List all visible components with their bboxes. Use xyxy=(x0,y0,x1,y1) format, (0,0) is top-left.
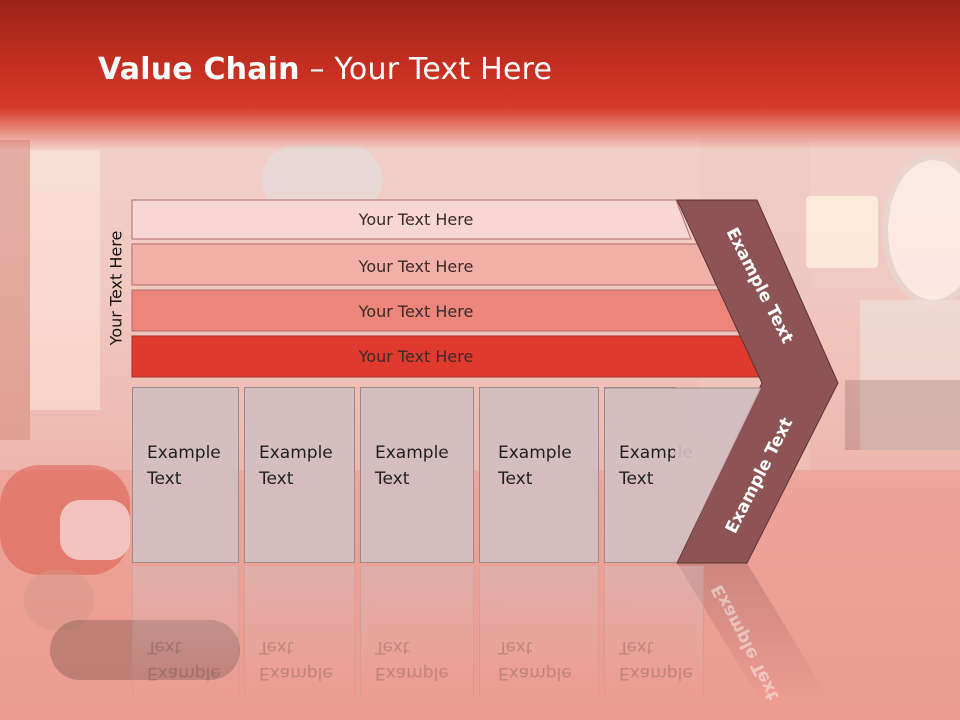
bar-group-3: Your Text Here xyxy=(131,289,740,332)
background-window-light xyxy=(30,150,100,410)
background-lamp xyxy=(806,196,878,268)
page-title-bold: Value Chain xyxy=(98,52,300,87)
activity-box-line2: Text xyxy=(259,469,294,489)
activity-box-line1: Example xyxy=(619,443,693,463)
activity-box-line1: Example xyxy=(259,443,333,463)
arrow-reflection xyxy=(677,563,830,700)
background-curtain xyxy=(0,140,30,440)
bar-1 xyxy=(131,199,692,240)
bar-group-2: Your Text Here xyxy=(131,243,717,286)
background-wall-panel xyxy=(860,300,960,450)
arrow-reflection-label: Example Text xyxy=(708,581,784,703)
background-hand xyxy=(24,570,94,630)
activity-box-line1: Example xyxy=(375,443,449,463)
bar-group-1: Your Text Here xyxy=(131,199,692,240)
page-title-rest: – Your Text Here xyxy=(299,52,553,87)
activity-box-line2: Text xyxy=(619,469,654,489)
background-figure-dark xyxy=(50,620,240,680)
activity-box-line1: Example xyxy=(498,443,572,463)
activity-box-line2: Text xyxy=(375,469,410,489)
bar-label-1: Your Text Here xyxy=(358,210,474,229)
activity-box-line2: Text xyxy=(147,469,182,489)
page-title: Value Chain – Your Text Here xyxy=(98,52,552,87)
background-sleeve xyxy=(60,500,130,560)
bar-label-3: Your Text Here xyxy=(358,302,474,321)
title-band xyxy=(0,0,960,150)
background-desk xyxy=(845,380,960,450)
activity-box-line2: Text xyxy=(498,469,533,489)
bar-label-4: Your Text Here xyxy=(358,347,474,366)
activity-box-line1: Example xyxy=(147,443,221,463)
chevron-arrow xyxy=(676,199,839,564)
background-mirror xyxy=(888,160,960,300)
bar-label-2: Your Text Here xyxy=(358,257,474,276)
box-5-extension-shape xyxy=(675,388,761,562)
